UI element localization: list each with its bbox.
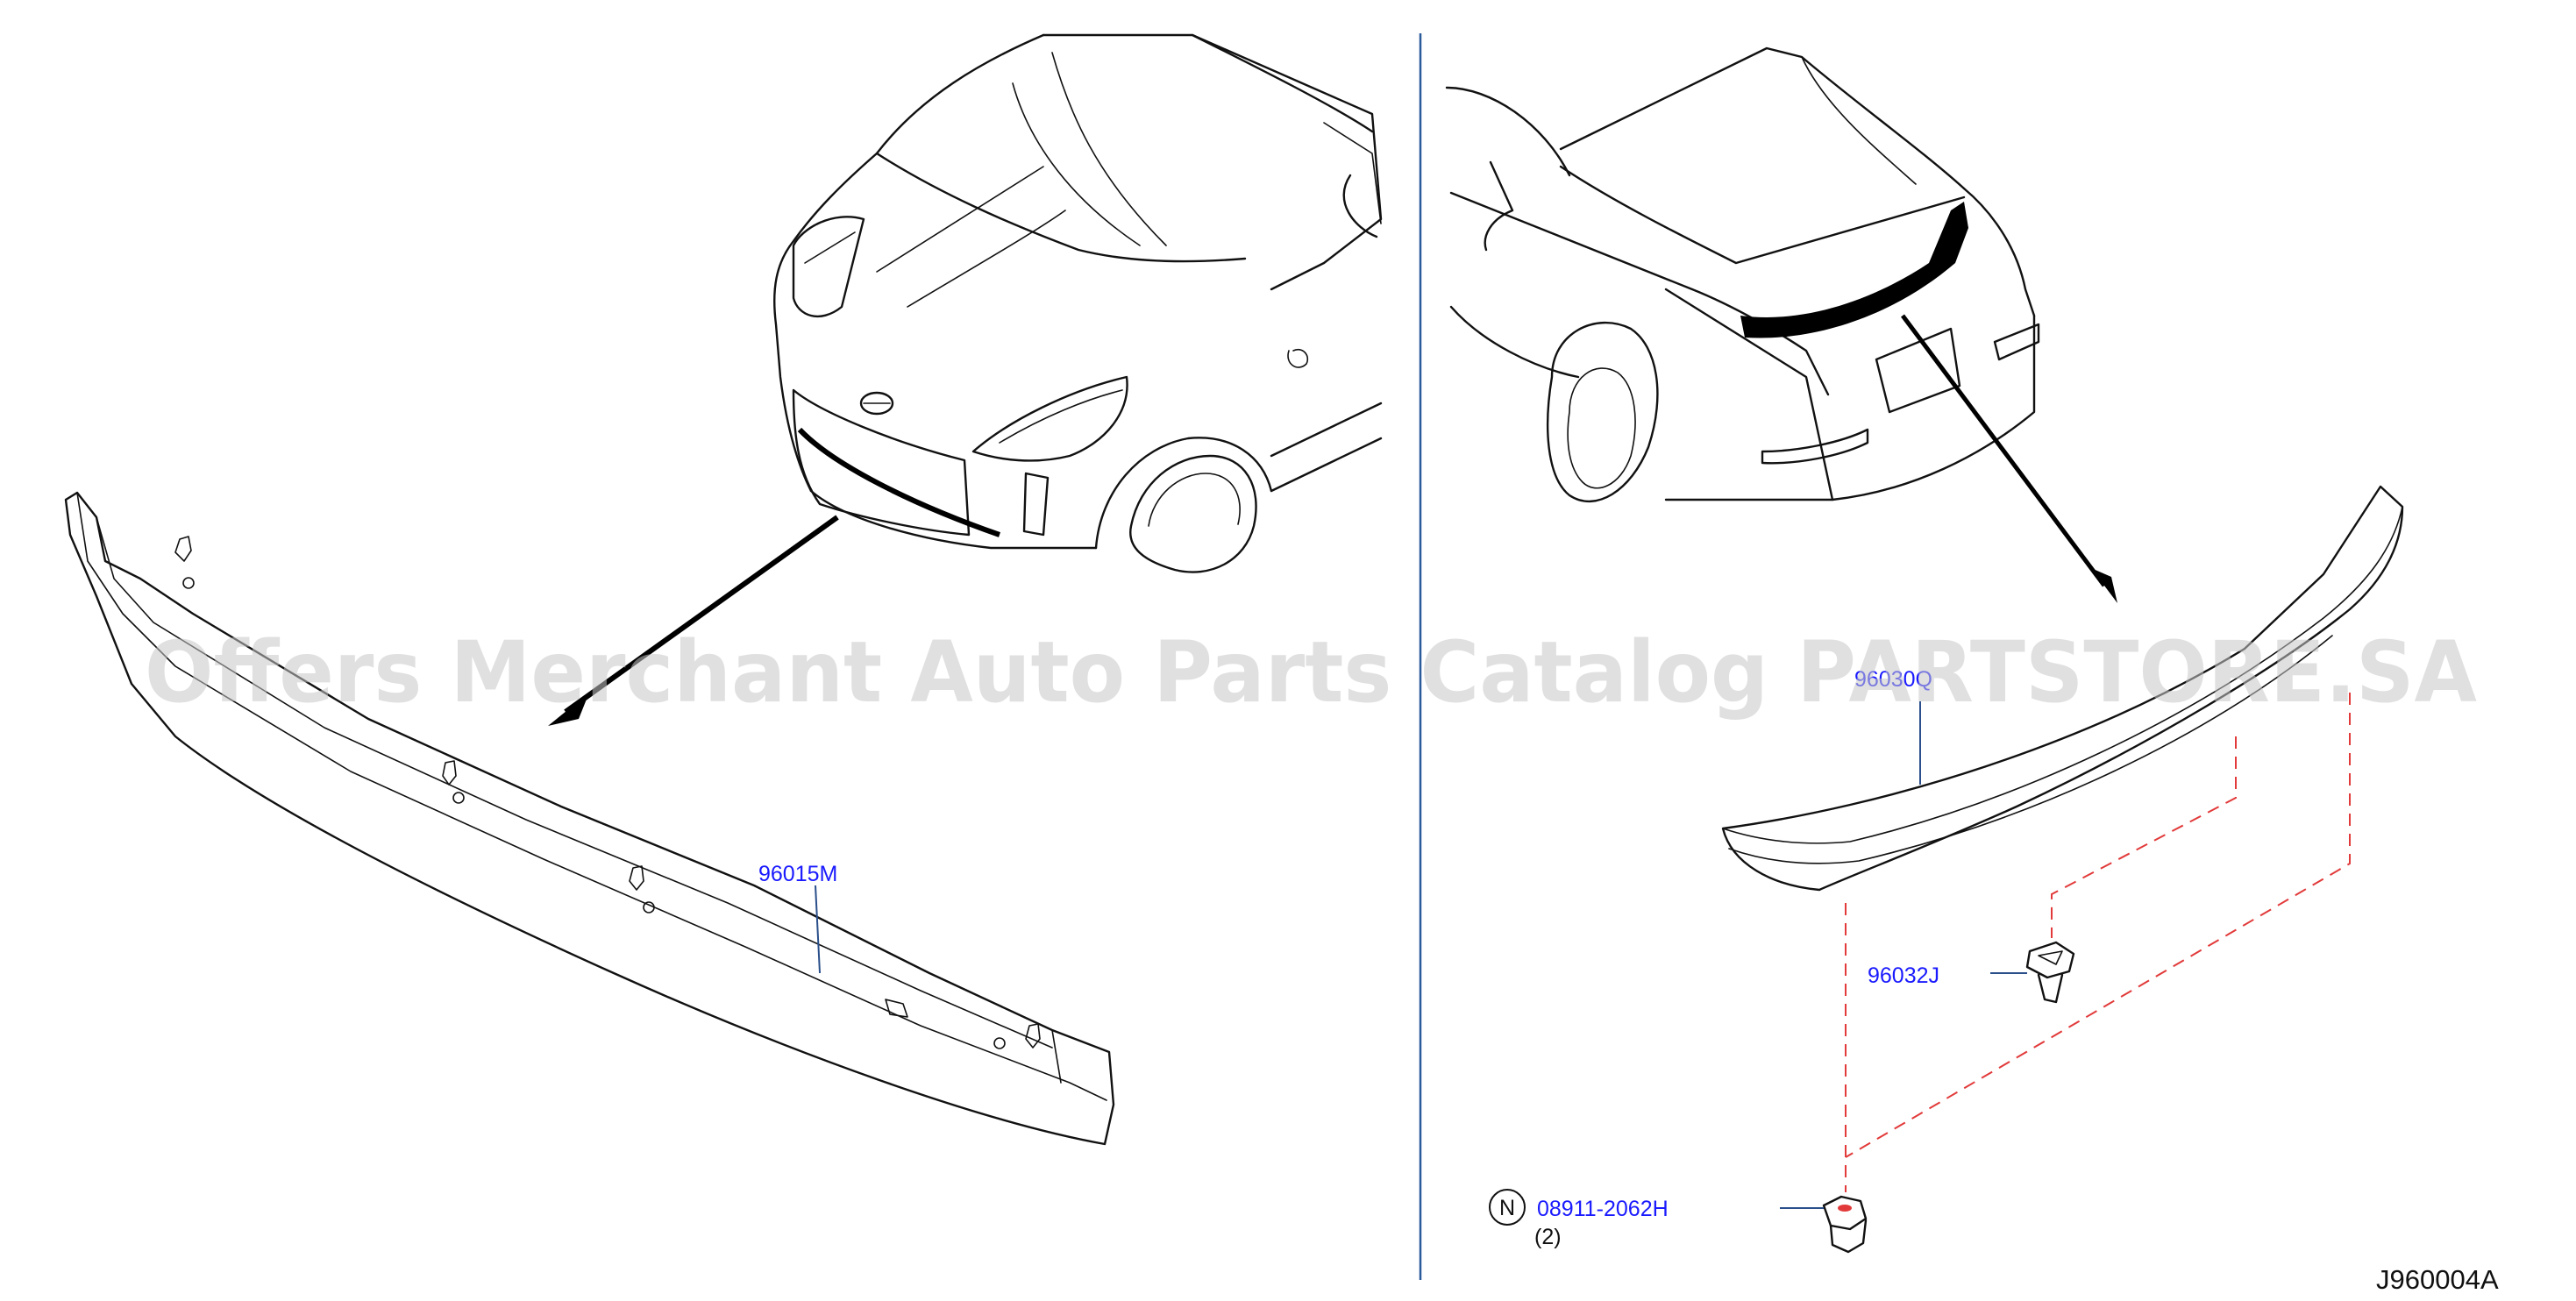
rear-arrow <box>1900 314 2117 603</box>
clip-part-label: 96032J <box>1868 963 1939 988</box>
rear-car-illustration <box>1445 46 2040 503</box>
clip-part <box>1990 941 2075 1004</box>
front-lip-part <box>64 491 1115 1146</box>
front-part-label: 96015M <box>758 862 837 886</box>
rear-part-label: 96030Q <box>1854 667 1932 692</box>
nut-prefix-text: N <box>1499 1196 1515 1220</box>
nut-part-label: 08911-2062H <box>1537 1197 1669 1221</box>
drawing-code: J960004A <box>2376 1264 2499 1295</box>
nut-part <box>1780 1195 1868 1254</box>
assembly-guides <box>1845 693 2351 1192</box>
watermark-text: Offers Merchant Auto Parts Catalog PARTS… <box>145 623 2477 722</box>
front-arrow <box>548 515 839 726</box>
front-car-illustration <box>773 33 1383 573</box>
nut-prefix-circle <box>1489 1189 1526 1226</box>
nut-quantity-label: (2) <box>1534 1225 1562 1249</box>
rear-spoiler-part <box>1721 485 2404 892</box>
